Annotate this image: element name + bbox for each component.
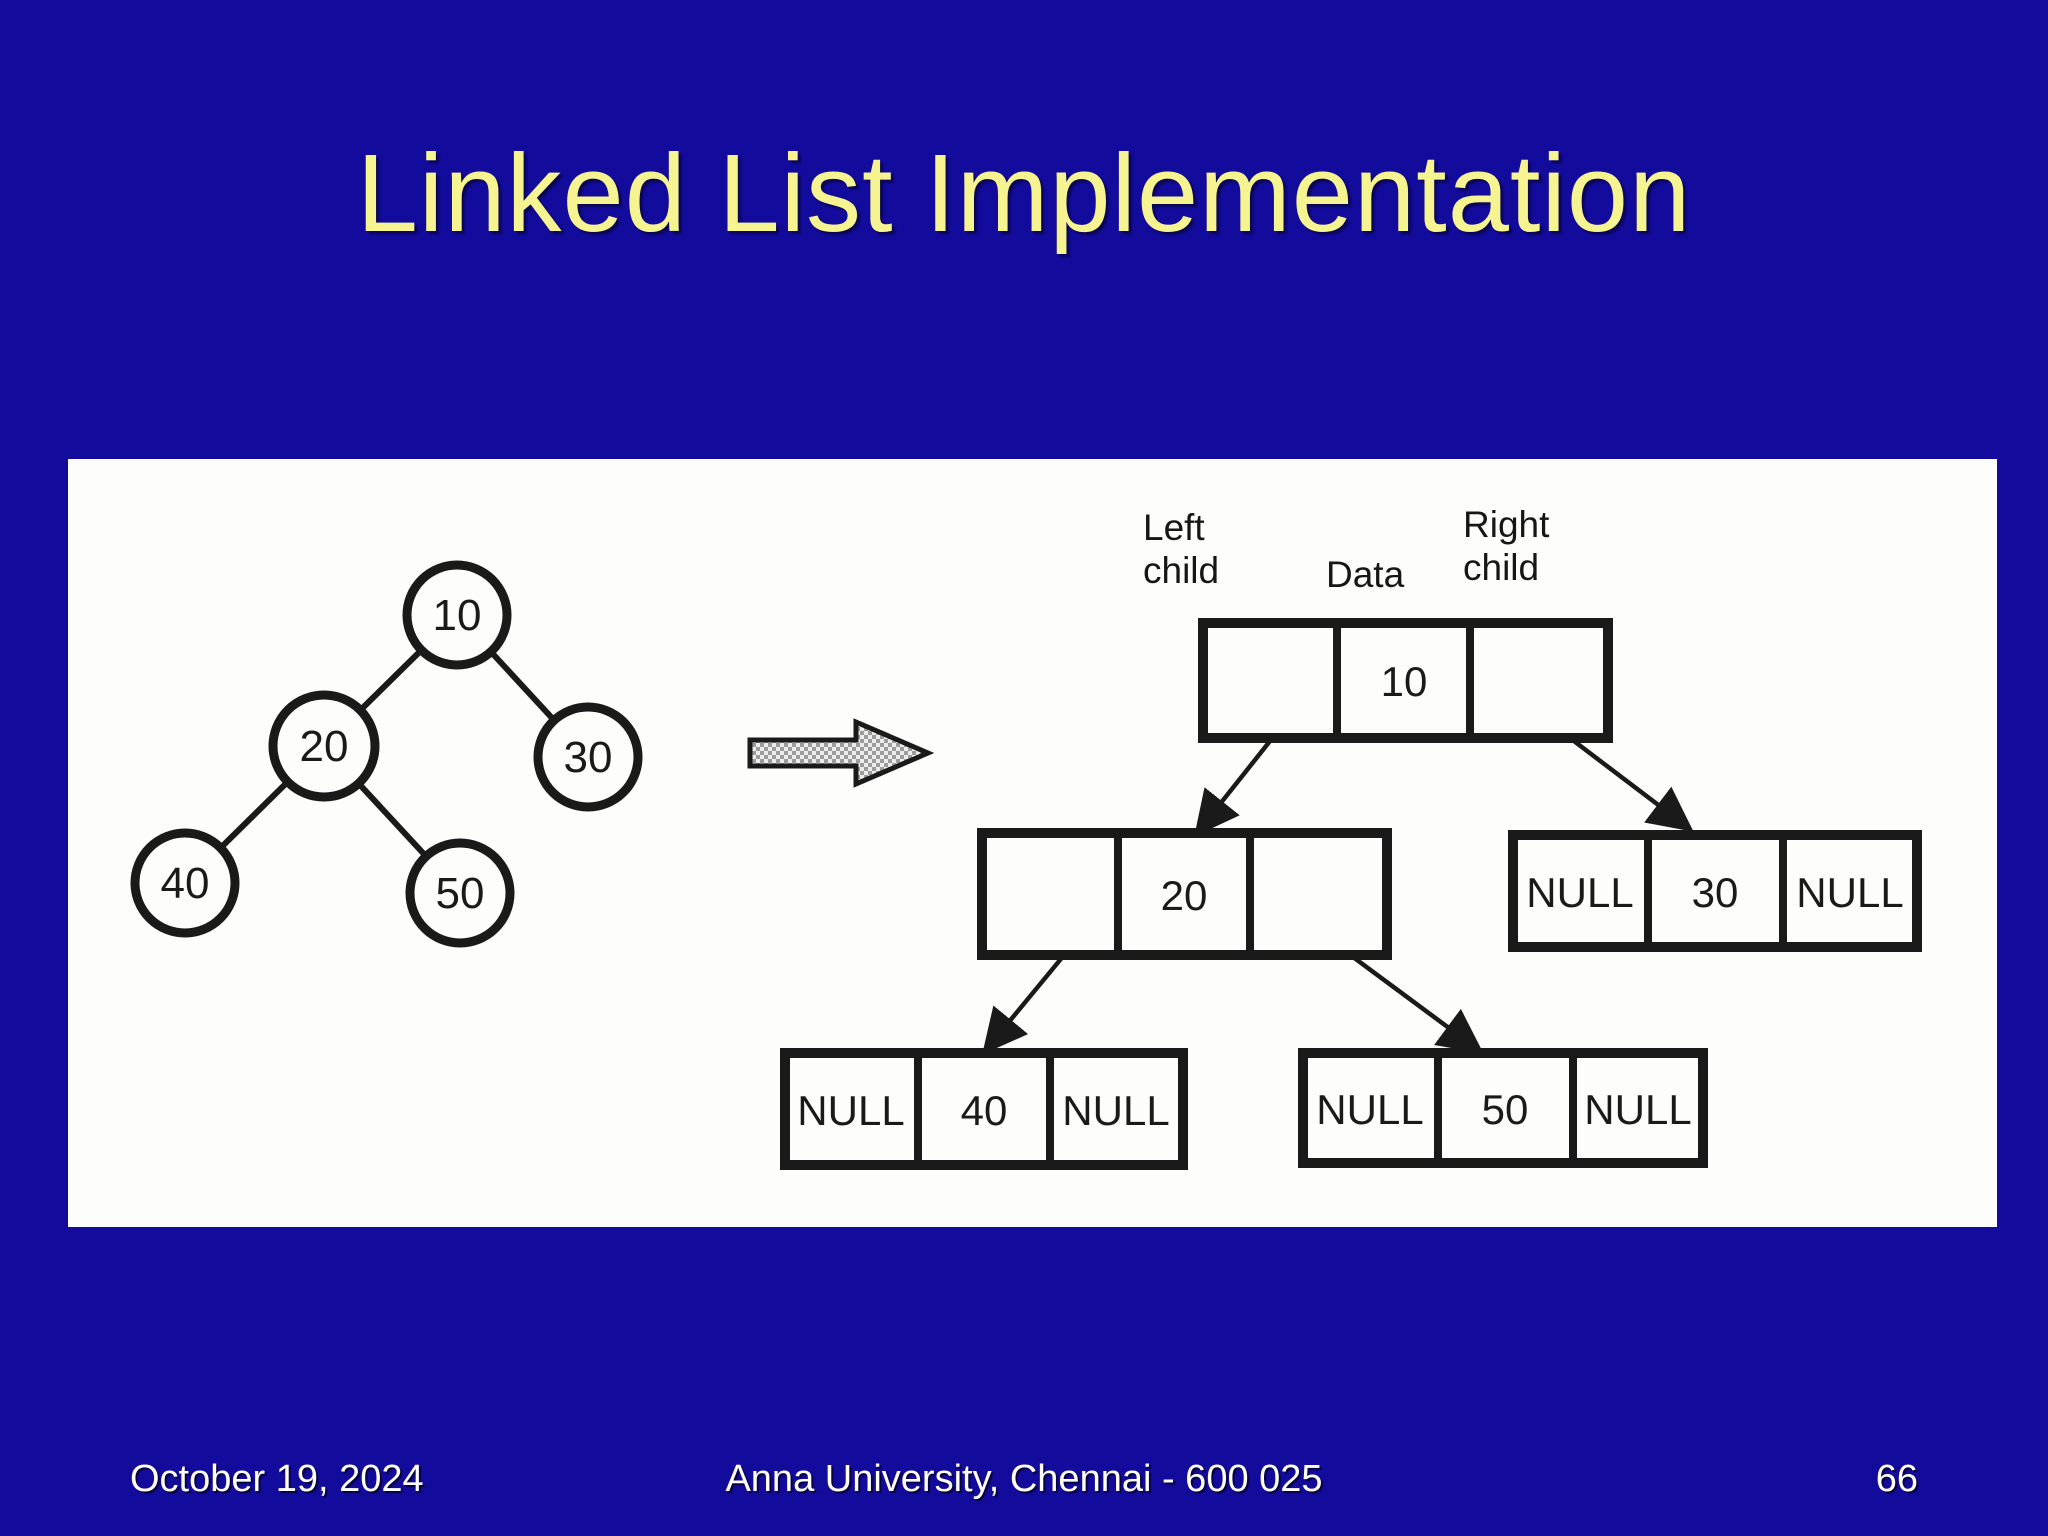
list-node-40: NULL 40 NULL xyxy=(780,1048,1188,1170)
data-column-label: Data xyxy=(1326,554,1405,595)
footer-page-number: 66 xyxy=(1875,1458,1918,1500)
list-node-40-data-cell: 40 xyxy=(961,1087,1008,1134)
tree-node-10-label: 10 xyxy=(433,591,482,640)
list-node-40-right-cell: NULL xyxy=(1062,1087,1169,1134)
tree-node-20-label: 20 xyxy=(300,722,349,771)
tree-node-40-label: 40 xyxy=(161,859,210,908)
list-node-30-right-cell: NULL xyxy=(1796,869,1903,916)
list-node-10-data-cell: 10 xyxy=(1381,658,1428,705)
list-node-20-data-cell: 20 xyxy=(1161,872,1208,919)
right-child-column-label: Right child xyxy=(1463,504,1550,588)
list-node-50-data-cell: 50 xyxy=(1482,1086,1529,1133)
tree-node-50-label: 50 xyxy=(436,869,485,918)
list-node-50-left-cell: NULL xyxy=(1316,1086,1423,1133)
left-child-column-label: Left child xyxy=(1143,507,1220,591)
list-node-30: NULL 30 NULL xyxy=(1508,830,1922,952)
tree-node-40-circle xyxy=(130,828,240,938)
list-node-30-left-cell: NULL xyxy=(1526,869,1633,916)
list-node-30-data-cell: 30 xyxy=(1692,869,1739,916)
page-title: Linked List Implementation xyxy=(356,132,1692,255)
content-panel: 10 20 30 40 50 10 xyxy=(68,459,1997,1227)
list-node-40-left-cell: NULL xyxy=(797,1087,904,1134)
transform-right-arrow-icon xyxy=(747,718,935,788)
tree-node-10-circle xyxy=(402,560,512,670)
list-node-50: NULL 50 NULL xyxy=(1298,1048,1708,1168)
binary-tree-linked-list-diagram: 10 20 30 40 50 10 xyxy=(130,560,1922,1170)
list-node-20: 20 xyxy=(977,828,1392,960)
list-node-50-right-cell: NULL xyxy=(1584,1086,1691,1133)
footer-university: Anna University, Chennai - 600 025 xyxy=(725,1458,1323,1500)
footer-date: October 19, 2024 xyxy=(130,1458,424,1500)
tree-edges xyxy=(182,612,591,896)
tree-node-20-circle xyxy=(268,690,380,802)
tree-node-30-circle xyxy=(533,702,643,812)
tree-node-50-circle xyxy=(405,838,515,948)
list-node-10: 10 xyxy=(1198,618,1613,743)
tree-nodes: 10 20 30 40 50 xyxy=(130,560,643,948)
tree-node-30-label: 30 xyxy=(564,733,613,782)
